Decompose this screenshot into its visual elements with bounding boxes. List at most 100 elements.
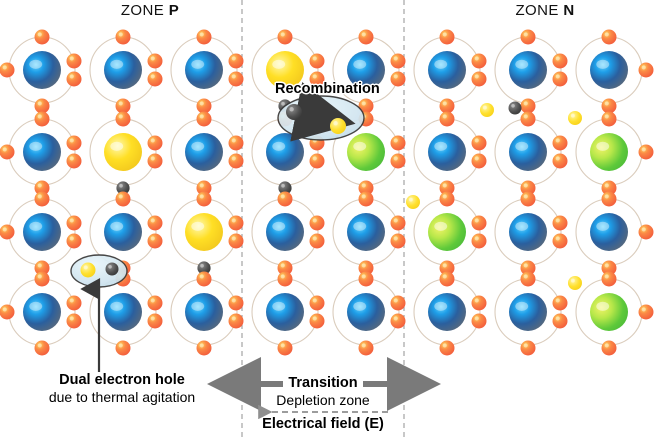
atom-highlight	[353, 301, 367, 311]
electron-bottom-body	[196, 180, 212, 196]
atom-body	[347, 51, 385, 89]
electron-bottom	[439, 98, 455, 114]
atom-highlight	[191, 141, 205, 151]
electron-top-highlight	[523, 274, 528, 279]
atom-body	[509, 213, 547, 251]
electron-pair-lower-highlight	[231, 316, 236, 321]
electron-bottom-body	[439, 98, 455, 114]
recombination-electron	[330, 118, 346, 134]
atom-body	[428, 133, 466, 171]
atom-highlight	[272, 59, 286, 69]
annotations-group	[70, 82, 441, 420]
electron-pair-lower	[228, 71, 244, 87]
electron-bottom-body	[358, 260, 374, 276]
electron-pair-lower-body	[471, 313, 487, 329]
electron-top-highlight	[442, 274, 447, 279]
atom-silicon	[428, 51, 466, 89]
electron-bottom-body	[34, 98, 50, 114]
electron-right-edge-body	[638, 224, 654, 240]
electron-top-highlight	[604, 274, 609, 279]
electron-top	[439, 29, 455, 45]
hole-bottom-highlight	[281, 101, 285, 106]
electron-top-highlight	[37, 114, 42, 119]
electron-top	[34, 191, 50, 207]
electron-bottom-body	[115, 98, 131, 114]
electron-bottom	[196, 98, 212, 114]
electron-pair-upper-highlight	[474, 56, 479, 61]
electron-pair-upper	[66, 135, 82, 151]
electron-pair-lower-body	[228, 313, 244, 329]
atom-body	[509, 51, 547, 89]
electron-bottom	[34, 260, 50, 276]
electron-pair-upper-highlight	[312, 218, 317, 223]
dual-hole-line-1: Dual electron hole	[59, 372, 185, 388]
electron-right-edge-highlight	[641, 307, 646, 312]
electron-top-body	[196, 271, 212, 287]
free-electron-body	[568, 276, 582, 290]
electron-bottom	[358, 98, 374, 114]
free-electron-highlight	[570, 113, 575, 118]
free-electron-highlight	[570, 278, 575, 283]
electron-pair-lower-highlight	[555, 156, 560, 161]
electron-bottom	[34, 340, 50, 356]
atom-highlight	[29, 59, 43, 69]
free-electron	[406, 195, 420, 209]
electron-right-edge-body	[638, 144, 654, 160]
free-hole-highlight	[511, 103, 515, 108]
dual-free-electron	[80, 262, 96, 278]
electron-pair-upper-highlight	[555, 56, 560, 61]
electron-bottom	[196, 180, 212, 196]
electron-pair-upper-highlight	[69, 298, 74, 303]
electron-bottom-body	[601, 180, 617, 196]
electron-bottom	[34, 98, 50, 114]
electron-pair-lower-body	[552, 71, 568, 87]
electron-top	[277, 29, 293, 45]
electron-top-highlight	[523, 32, 528, 37]
atom-highlight	[110, 221, 124, 231]
electron-pair-lower	[552, 153, 568, 169]
atom-donor	[590, 293, 628, 331]
electron-pair-lower-highlight	[69, 316, 74, 321]
electron-pair-lower	[390, 313, 406, 329]
electron-pair-upper-highlight	[150, 298, 155, 303]
electron-pair-upper-body	[66, 295, 82, 311]
electron-top	[601, 271, 617, 287]
zone-p-word: ZONE	[120, 2, 165, 19]
electron-pair-upper-highlight	[69, 218, 74, 223]
electron-top-body	[115, 29, 131, 45]
electron-pair-upper-body	[309, 295, 325, 311]
electron-pair-upper-highlight	[69, 56, 74, 61]
electron-pair-upper	[228, 135, 244, 151]
atom-silicon	[509, 133, 547, 171]
electron-pair-upper-body	[390, 53, 406, 69]
electron-bottom	[439, 340, 455, 356]
electron-right-edge-body	[638, 304, 654, 320]
atom-silicon	[590, 213, 628, 251]
electron-right-edge-highlight	[641, 227, 646, 232]
electron-pair-upper-highlight	[231, 218, 236, 223]
electron-pair-lower	[147, 233, 163, 249]
atom-body	[104, 133, 142, 171]
atom-body	[428, 293, 466, 331]
electron-pair-lower-highlight	[393, 316, 398, 321]
electron-top-highlight	[37, 32, 42, 37]
electron-pair-upper-highlight	[312, 56, 317, 61]
electron-top-highlight	[118, 114, 123, 119]
free-hole-body	[508, 101, 522, 115]
dual-hole-carrier-body	[105, 262, 119, 276]
electron-pair-lower-body	[471, 233, 487, 249]
electron-pair-upper-body	[147, 215, 163, 231]
electron-pair-lower	[309, 313, 325, 329]
electron-pair-lower-highlight	[150, 74, 155, 79]
electron-pair-upper-highlight	[393, 298, 398, 303]
electron-top-body	[439, 111, 455, 127]
recombination-hole-highlight	[289, 107, 294, 112]
electron-bottom-highlight	[523, 263, 528, 268]
electron-pair-lower-body	[66, 233, 82, 249]
electron-pair-upper-body	[66, 135, 82, 151]
electron-left-edge	[0, 224, 15, 240]
electron-pair-upper	[66, 295, 82, 311]
hole-bottom-body	[116, 181, 130, 195]
